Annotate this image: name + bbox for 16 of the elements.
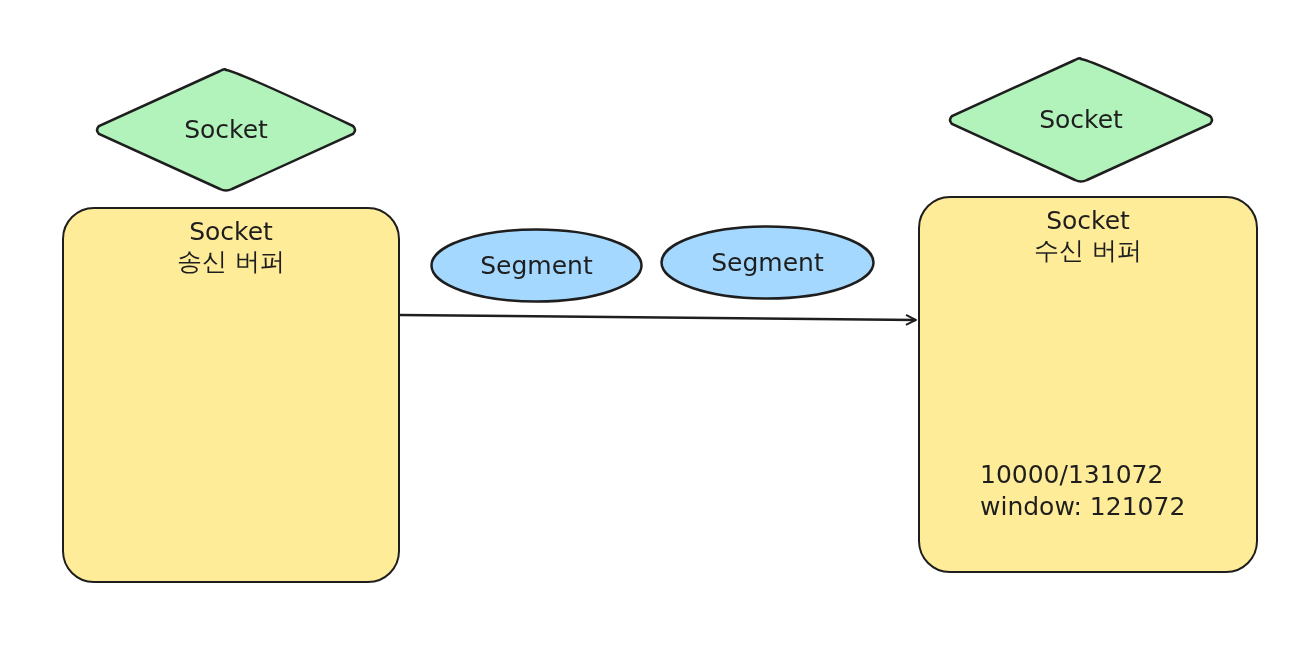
node-label: 수신 버퍼 bbox=[1034, 236, 1142, 266]
socket-diamond bbox=[948, 57, 1214, 183]
segment-ellipse bbox=[660, 225, 875, 300]
node-label: Segment bbox=[711, 247, 824, 278]
arrow bbox=[400, 313, 917, 326]
buffer-box bbox=[62, 207, 400, 583]
node-label: Socket bbox=[189, 217, 273, 247]
node-label: Socket bbox=[184, 115, 268, 145]
buffer-box bbox=[918, 196, 1258, 573]
node-label: 송신 버퍼 bbox=[177, 247, 285, 277]
socket-diamond bbox=[95, 68, 357, 192]
node-label: Segment bbox=[480, 250, 593, 281]
buffer-status-text: 10000/131072 window: 121072 bbox=[980, 459, 1187, 523]
node-label: Socket bbox=[1046, 206, 1130, 236]
segment-ellipse bbox=[430, 228, 643, 303]
node-label: Socket bbox=[1039, 105, 1123, 135]
